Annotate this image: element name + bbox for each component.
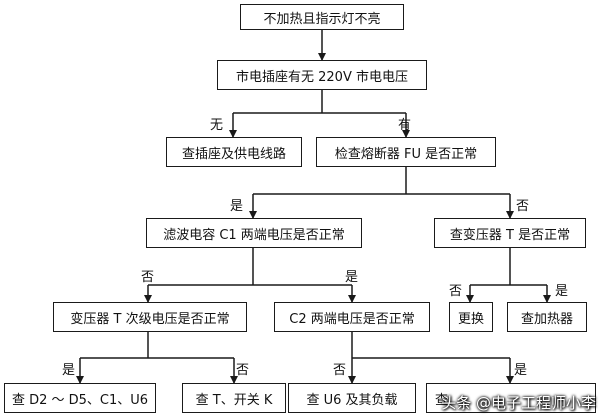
node-check-transformer: 查变压器 T 是否正常 xyxy=(434,218,586,248)
node-c2-voltage: C2 两端电压是否正常 xyxy=(274,302,430,332)
label-yes-fuse: 有 xyxy=(398,118,412,133)
node-filter-cap-text: 滤波电容 C1 两端电压是否正常 xyxy=(163,227,345,243)
node-check-t-switch-text: 查 T、开关 K xyxy=(195,392,273,408)
node-check-last: 查 xyxy=(426,383,596,413)
node-replace: 更换 xyxy=(449,302,493,332)
node-start-text: 不加热且指示灯不亮 xyxy=(263,11,381,27)
label-no-secondary: 否 xyxy=(141,270,155,285)
node-check-socket: 查插座及供电线路 xyxy=(166,137,302,167)
node-check-diodes: 查 D2 ～ D5、C1、U6 xyxy=(4,383,156,413)
node-check-last-text: 查 xyxy=(435,392,449,408)
label-no-socket: 无 xyxy=(210,118,224,133)
node-check-socket-text: 查插座及供电线路 xyxy=(181,146,286,162)
node-transformer-secondary: 变压器 T 次级电压是否正常 xyxy=(53,302,247,332)
label-no-replace: 否 xyxy=(449,284,463,299)
node-check-u6-load: 查 U6 及其负载 xyxy=(288,383,416,413)
node-check-u6-load-text: 查 U6 及其负载 xyxy=(306,392,398,408)
node-start: 不加热且指示灯不亮 xyxy=(240,4,404,30)
label-yes-c2: 是 xyxy=(345,270,359,285)
label-yes-cap: 是 xyxy=(230,199,244,214)
node-check-transformer-text: 查变压器 T 是否正常 xyxy=(449,227,571,243)
node-mains-voltage-text: 市电插座有无 220V 市电电压 xyxy=(236,69,408,85)
node-check-fuse-text: 检查熔断器 FU 是否正常 xyxy=(334,146,478,162)
label-no-transformer: 否 xyxy=(516,199,530,214)
node-filter-cap: 滤波电容 C1 两端电压是否正常 xyxy=(146,218,362,248)
node-check-t-switch: 查 T、开关 K xyxy=(182,383,286,413)
label-yes-diodes: 是 xyxy=(62,363,76,378)
label-yes-last: 是 xyxy=(514,363,528,378)
node-check-heater: 查加热器 xyxy=(507,302,587,332)
node-c2-voltage-text: C2 两端电压是否正常 xyxy=(289,311,415,327)
node-check-fuse: 检查熔断器 FU 是否正常 xyxy=(316,137,496,167)
node-replace-text: 更换 xyxy=(457,311,484,327)
label-no-t-switch: 否 xyxy=(236,363,250,378)
watermark: 头条 @电子工程师小李 xyxy=(441,394,596,412)
node-check-diodes-text: 查 D2 ～ D5、C1、U6 xyxy=(11,392,149,408)
label-no-u6: 否 xyxy=(333,363,347,378)
node-transformer-secondary-text: 变压器 T 次级电压是否正常 xyxy=(70,311,230,327)
node-mains-voltage: 市电插座有无 220V 市电电压 xyxy=(217,60,427,90)
node-check-heater-text: 查加热器 xyxy=(520,311,573,327)
label-yes-heater: 是 xyxy=(555,284,569,299)
